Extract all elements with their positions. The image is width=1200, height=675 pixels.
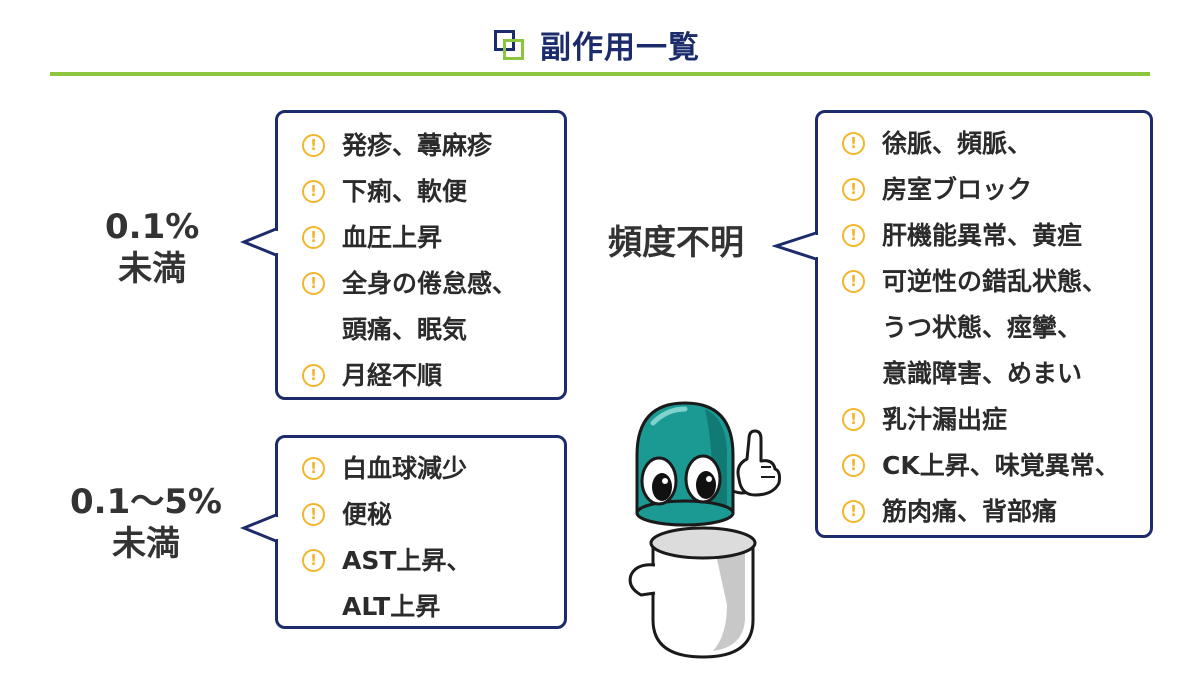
list-item: !可逆性の錯乱状態、うつ状態、痙攣、意識障害、めまい <box>842 259 1150 397</box>
frequency-label-line: 未満 <box>111 524 180 564</box>
list-item: !房室ブロック <box>842 167 1150 213</box>
list-item: !AST上昇、ALT上昇 <box>302 538 564 630</box>
exclamation-circle-icon: ! <box>302 180 325 203</box>
exclamation-circle-icon: ! <box>302 503 325 526</box>
list-item: !便秘 <box>302 492 564 538</box>
exclamation-circle-icon: ! <box>302 364 325 387</box>
speech-bubble-tail <box>240 513 278 543</box>
speech-bubble-unknown: !徐脈、頻脈、 !房室ブロック !肝機能異常、黄疸 !可逆性の錯乱状態、うつ状態… <box>772 110 1153 538</box>
exclamation-circle-icon: ! <box>302 226 325 249</box>
exclamation-circle-icon: ! <box>302 134 325 157</box>
exclamation-circle-icon: ! <box>842 178 865 201</box>
frequency-label-line: 未満 <box>118 249 187 289</box>
list-item: !肝機能異常、黄疸 <box>842 213 1150 259</box>
speech-bubble-0-1-to-5: !白血球減少 !便秘 !AST上昇、ALT上昇 <box>240 435 567 630</box>
list-item: !発疹、蕁麻疹 <box>302 123 564 169</box>
speech-bubble-under-0-1: !発疹、蕁麻疹 !下痢、軟便 !血圧上昇 !全身の倦怠感、頭痛、眠気 !月経不順 <box>240 110 567 400</box>
page-title: 副作用一覧 <box>540 30 700 66</box>
side-effect-list: !徐脈、頻脈、 !房室ブロック !肝機能異常、黄疸 !可逆性の錯乱状態、うつ状態… <box>842 121 1150 535</box>
exclamation-circle-icon: ! <box>302 457 325 480</box>
exclamation-circle-icon: ! <box>842 270 865 293</box>
list-item: !白血球減少 <box>302 446 564 492</box>
list-item: !筋肉痛、背部痛 <box>842 489 1150 535</box>
exclamation-circle-icon: ! <box>842 454 865 477</box>
exclamation-circle-icon: ! <box>842 500 865 523</box>
exclamation-circle-icon: ! <box>842 224 865 247</box>
frequency-label-0-1-to-5: 0.1～5% 未満 <box>70 481 222 565</box>
frequency-label-line: 0.1% <box>105 207 200 247</box>
frequency-label-line: 0.1～5% <box>70 482 222 522</box>
header: 副作用一覧 <box>0 0 1200 80</box>
exclamation-circle-icon: ! <box>842 132 865 155</box>
exclamation-circle-icon: ! <box>842 408 865 431</box>
speech-bubble-tail <box>772 231 818 261</box>
frequency-label-line: 頻度不明 <box>608 223 744 263</box>
side-effect-list: !白血球減少 !便秘 !AST上昇、ALT上昇 <box>302 446 564 630</box>
list-item: !血圧上昇 <box>302 215 564 261</box>
list-item: !CK上昇、味覚異常、 <box>842 443 1150 489</box>
list-item: !徐脈、頻脈、 <box>842 121 1150 167</box>
list-item: !月経不順 <box>302 353 564 399</box>
side-effect-list: !発疹、蕁麻疹 !下痢、軟便 !血圧上昇 !全身の倦怠感、頭痛、眠気 !月経不順 <box>302 123 564 399</box>
frequency-label-under-0-1: 0.1% 未満 <box>105 206 199 290</box>
exclamation-circle-icon: ! <box>302 549 325 572</box>
capsule-mascot-illustration <box>628 401 781 659</box>
overlapping-squares-icon <box>494 30 524 60</box>
speech-bubble-tail <box>240 227 278 257</box>
title-divider <box>50 72 1150 76</box>
list-item: !全身の倦怠感、頭痛、眠気 <box>302 261 564 353</box>
exclamation-circle-icon: ! <box>302 272 325 295</box>
list-item: !乳汁漏出症 <box>842 397 1150 443</box>
list-item: !下痢、軟便 <box>302 169 564 215</box>
frequency-label-unknown: 頻度不明 <box>608 222 744 264</box>
